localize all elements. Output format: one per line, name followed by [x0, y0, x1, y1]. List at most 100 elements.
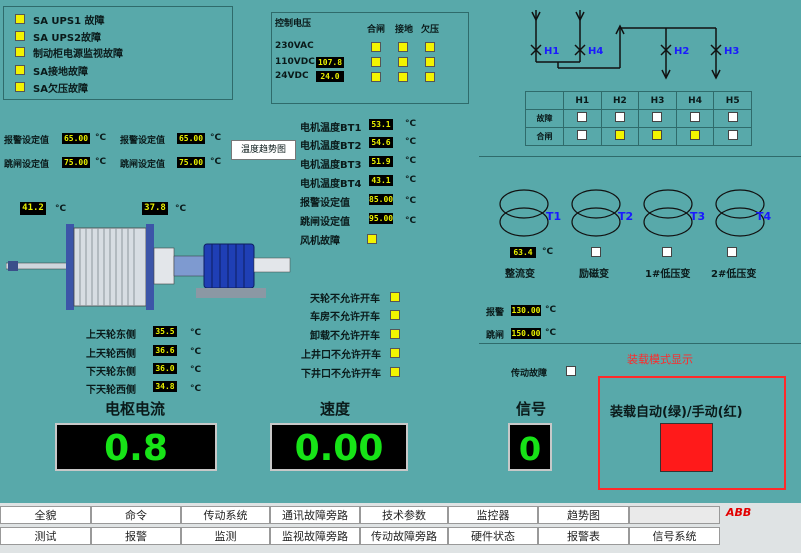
- transformer-status-indicator: [727, 247, 737, 257]
- alarm-label: 制动柜电源监视故障: [33, 49, 123, 60]
- signal-display: 0: [508, 423, 552, 471]
- switch-status-table: H1 H2 H3 H4 H5 故障 合闸: [525, 91, 752, 146]
- motor-temp-value: 53.1: [369, 119, 393, 130]
- unit-label: °C: [405, 216, 417, 226]
- transformer-status-indicator: [662, 247, 672, 257]
- unit-label: °C: [190, 328, 202, 338]
- nav-signal-system[interactable]: 信号系统: [629, 527, 720, 545]
- cv-row-label: 230VAC: [275, 41, 314, 51]
- wheel-temp-value: 36.0: [153, 363, 177, 374]
- nav-monitor[interactable]: 监控器: [448, 506, 538, 524]
- status-indicator: [690, 112, 701, 122]
- wheel-temp-value: 34.8: [153, 381, 177, 392]
- signal-label: 信号: [516, 400, 547, 418]
- unit-label: °C: [95, 133, 107, 143]
- cv-row-label: 24VDC: [275, 71, 309, 81]
- row-label: 故障: [525, 109, 564, 128]
- hoist-drum-motor-illustration: [6, 224, 291, 310]
- armature-current-label: 电枢电流: [105, 400, 166, 418]
- transformer-label: T4: [756, 210, 772, 223]
- unit-label: °C: [405, 137, 417, 147]
- alarm-indicator: [15, 47, 25, 57]
- cv-col-header: 接地: [395, 25, 414, 35]
- divider: [479, 156, 801, 157]
- status-indicator: [614, 130, 625, 140]
- nav-trend[interactable]: 趋势图: [538, 506, 629, 524]
- nav-test[interactable]: 测试: [0, 527, 91, 545]
- nav-tech-params[interactable]: 技术参数: [360, 506, 448, 524]
- divider: [479, 343, 801, 344]
- cv-indicator: [425, 57, 435, 67]
- unit-label: °C: [405, 175, 417, 185]
- transformer-name: 2#低压变: [711, 269, 757, 280]
- trip-setpoint-label: 跳闸设定值: [4, 160, 50, 170]
- row-label: 合闸: [525, 127, 564, 146]
- wheel-temp-value: 36.6: [153, 345, 177, 356]
- temperature-trend-button[interactable]: 温度趋势图: [231, 140, 296, 160]
- transformer-name: 励磁变: [579, 269, 609, 280]
- unit-label: °C: [55, 204, 67, 214]
- motor-temp-value: 54.6: [369, 137, 393, 148]
- unit-label: °C: [210, 133, 222, 143]
- nav-watch-fault-bypass[interactable]: 监视故障旁路: [270, 527, 360, 545]
- motor-temp-value: 43.1: [369, 175, 393, 186]
- nav-comm-fault-bypass[interactable]: 通讯故障旁路: [270, 506, 360, 524]
- alarm-label: SA UPS1 故障: [33, 16, 105, 27]
- alarm-label: SA接地故障: [33, 67, 88, 78]
- table-header: H3: [638, 91, 677, 110]
- nav-command[interactable]: 命令: [91, 506, 181, 524]
- unit-label: °C: [542, 247, 554, 257]
- interlock-label: 车房不允许开车: [310, 312, 380, 323]
- motor-alarm-setpoint-value: 85.00: [369, 194, 394, 205]
- table-header: H2: [600, 91, 640, 110]
- one-line-diagram: H1 H4 H2 H3: [530, 10, 739, 80]
- nav-drive-system[interactable]: 传动系统: [181, 506, 270, 524]
- alarm-setpoint-value: 65.00: [177, 133, 205, 144]
- alarm-indicator: [15, 31, 25, 41]
- unit-label: °C: [210, 157, 222, 167]
- nav-drive-fault-bypass[interactable]: 传动故障旁路: [360, 527, 448, 545]
- unit-label: °C: [95, 157, 107, 167]
- interlock-label: 下井口不允许开车: [301, 369, 381, 380]
- alarm-indicator: [15, 82, 25, 92]
- nav-hardware-status[interactable]: 硬件状态: [448, 527, 538, 545]
- table-row: 故障: [525, 109, 752, 128]
- interlock-indicator: [390, 310, 400, 320]
- unit-label: °C: [190, 365, 202, 375]
- breaker-label: H3: [724, 46, 739, 57]
- nav-alarm-table[interactable]: 报警表: [538, 527, 629, 545]
- wheel-temp-label: 上天轮西侧: [86, 349, 136, 360]
- drive-fault-label: 传动故障: [511, 369, 548, 379]
- nav-overview[interactable]: 全貌: [0, 506, 91, 524]
- motor-temp-label: 电机温度BT3: [300, 160, 362, 171]
- nav-alarm[interactable]: 报警: [91, 527, 181, 545]
- status-indicator: [727, 130, 738, 140]
- rectifier-transformer-temp: 63.4: [510, 247, 536, 258]
- motor-temp-value: 51.9: [369, 156, 393, 167]
- table-header: H4: [675, 91, 715, 110]
- abb-logo: ABB: [726, 506, 752, 519]
- wheel-temp-label: 上天轮东侧: [86, 330, 136, 341]
- alarm-panel: [3, 6, 233, 100]
- cv-indicator: [398, 57, 408, 67]
- breaker-label: H1: [544, 46, 559, 57]
- unit-label: °C: [405, 156, 417, 166]
- transformer-trip-label: 跳闸: [486, 331, 505, 341]
- nav-blank[interactable]: [629, 506, 720, 524]
- alarm-indicator: [15, 14, 25, 24]
- transformer-label: T2: [618, 210, 633, 223]
- status-indicator: [652, 112, 663, 122]
- fan-fault-indicator: [367, 234, 377, 244]
- unit-label: °C: [545, 328, 557, 338]
- transformer-trip-value: 150.00: [511, 328, 541, 339]
- alarm-setpoint-value: 65.00: [62, 133, 90, 144]
- cv-indicator: [371, 42, 381, 52]
- cv-indicator: [398, 72, 408, 82]
- cv-value: 107.8: [316, 57, 344, 68]
- drive-fault-indicator: [566, 366, 576, 376]
- cv-indicator: [371, 72, 381, 82]
- motor-alarm-setpoint-label: 报警设定值: [300, 198, 350, 209]
- nav-monitoring[interactable]: 监测: [181, 527, 270, 545]
- interlock-label: 上井口不允许开车: [301, 350, 381, 361]
- transformer-status-indicator: [591, 247, 601, 257]
